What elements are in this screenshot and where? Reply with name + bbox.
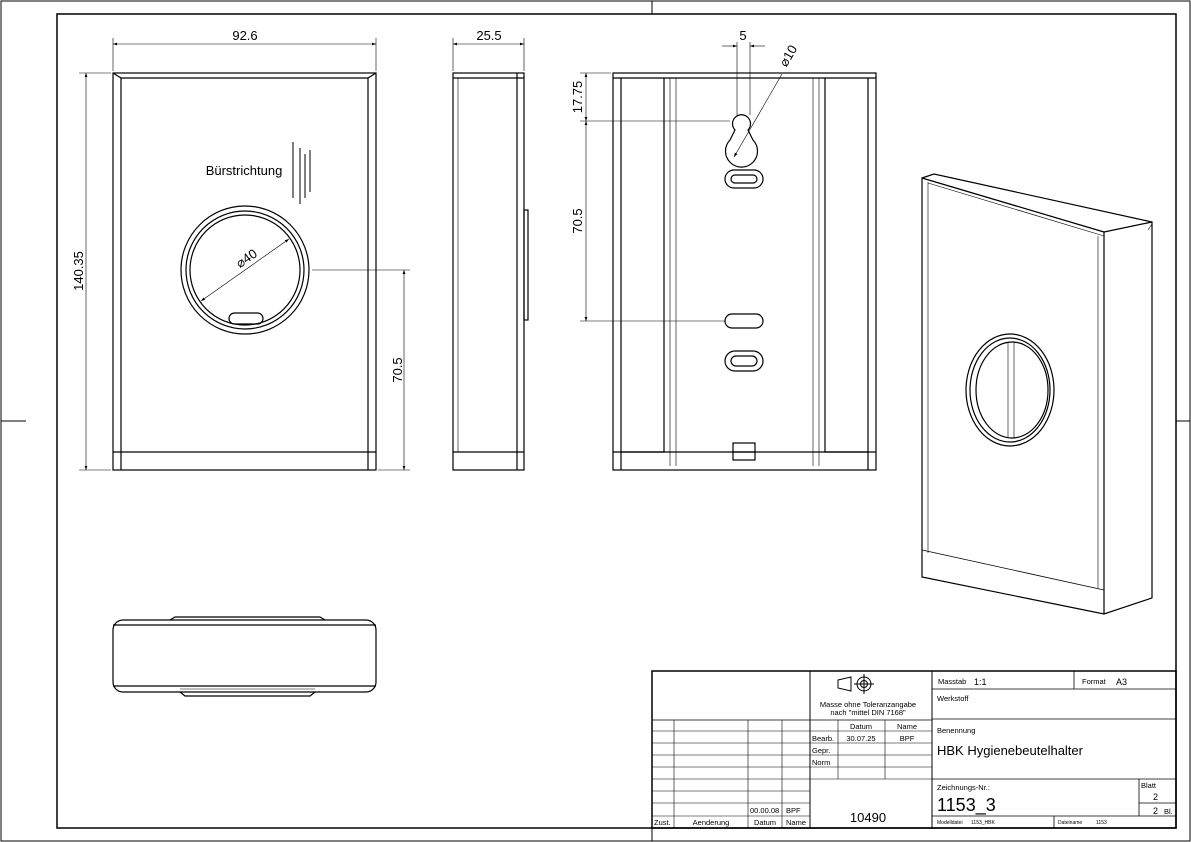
- dim-keyhole-diameter: ⌀10: [776, 42, 800, 69]
- row-norm-label: Norm: [812, 758, 830, 767]
- header-datum: Datum: [850, 722, 872, 731]
- modelldatei-value: 1153_HBK: [971, 820, 995, 826]
- projection-symbol-icon: [837, 674, 874, 694]
- bottom-view: [112, 616, 377, 697]
- header-name: Name: [897, 722, 917, 731]
- row-gepr-label: Gepr.: [812, 746, 830, 755]
- blatt-label: Blatt: [1141, 781, 1157, 790]
- row-bearb-date: 30.07.25: [846, 734, 875, 743]
- blatt-total: 2: [1153, 806, 1158, 816]
- dateiname-value: 1153: [1096, 820, 1107, 826]
- front-view: Bürstrichtung 92.6 140.35 ⌀40 70.5: [71, 28, 410, 471]
- brush-direction-label: Bürstrichtung: [206, 163, 283, 178]
- brush-direction-marks: [292, 142, 311, 204]
- dim-slot-width: 5: [739, 28, 746, 43]
- title-block: [651, 670, 1177, 829]
- dim-slot-spacing: 70.5: [570, 208, 585, 233]
- dim-depth: 25.5: [476, 28, 501, 43]
- masstab-label: Masstab: [938, 677, 966, 686]
- benennung-value: HBK Hygienebeutelhalter: [937, 743, 1084, 758]
- dim-width: 92.6: [232, 28, 257, 43]
- blatt-value: 2: [1153, 792, 1158, 802]
- dateiname-label: Dateiname: [1058, 820, 1082, 826]
- col-aenderung: Aenderung: [693, 818, 730, 827]
- format-label: Format: [1082, 677, 1107, 686]
- side-view: 25.5: [452, 28, 529, 471]
- col-name: Name: [786, 818, 806, 827]
- dim-top-offset: 17.75: [570, 81, 585, 114]
- werkstoff-label: Werkstoff: [937, 694, 969, 703]
- tolerance-note-2: nach "mittel DIN 7168": [830, 708, 906, 717]
- tolerance-note-1: Masse ohne Toleranzangabe: [820, 700, 916, 709]
- dim-hole-height: 70.5: [390, 357, 405, 382]
- modelldatei-label: Modelldatei: [937, 820, 963, 826]
- masstab-value: 1:1: [974, 677, 987, 687]
- back-view: 5 ⌀10 17.75 70.5: [570, 28, 877, 471]
- revision-date: 00.00.08: [750, 806, 779, 815]
- format-value: A3: [1116, 677, 1127, 687]
- col-zust: Zust.: [654, 818, 671, 827]
- blatt-unit: Bl.: [1164, 807, 1173, 816]
- row-bearb-name: BPF: [900, 734, 915, 743]
- benennung-label: Benennung: [937, 726, 975, 735]
- zeichnungs-label: Zeichnungs-Nr.:: [937, 783, 990, 792]
- row-bearb-label: Bearb.: [812, 734, 834, 743]
- zeichnungs-value: 1153_3: [937, 795, 996, 816]
- dim-hole-diameter: ⌀40: [233, 246, 260, 271]
- revision-name: BPF: [786, 806, 801, 815]
- col-datum: Datum: [754, 818, 776, 827]
- drawing-id: 10490: [850, 810, 886, 825]
- dim-height: 140.35: [71, 251, 86, 291]
- isometric-view: [921, 173, 1153, 615]
